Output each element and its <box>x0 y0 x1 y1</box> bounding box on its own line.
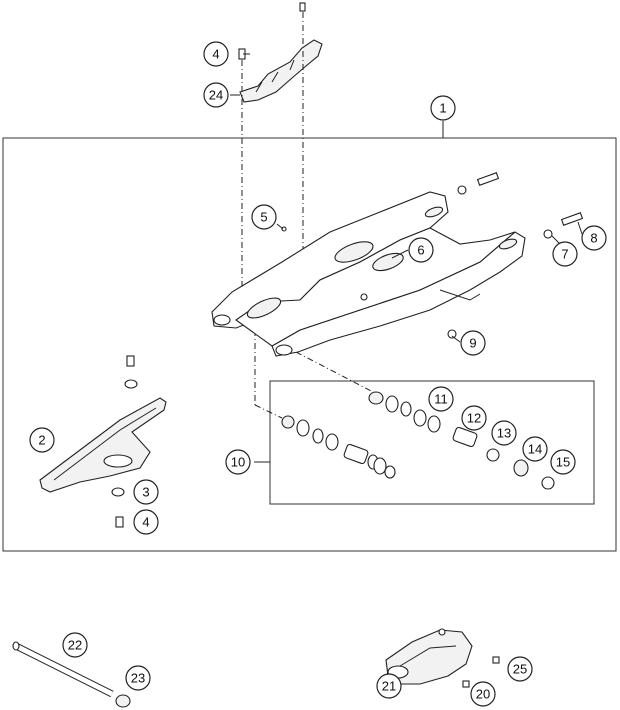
callout-number: 4 <box>142 515 149 530</box>
callout-number: 20 <box>476 687 490 702</box>
callout-c23: 23 <box>125 665 151 691</box>
callout-c4b: 4 <box>133 509 159 535</box>
callout-circle <box>460 330 486 356</box>
callout-number: 10 <box>231 455 245 470</box>
callout-c7: 7 <box>552 241 578 267</box>
swingarm <box>211 191 526 357</box>
callout-circle <box>251 204 277 230</box>
callout-number: 2 <box>38 433 45 448</box>
callout-c15: 15 <box>550 449 576 475</box>
callout-c13: 13 <box>491 420 517 446</box>
callout-circle <box>461 405 487 431</box>
callout-circle <box>491 420 517 446</box>
bolt-top <box>238 2 306 60</box>
callout-c8: 8 <box>581 225 607 251</box>
callout-number: 3 <box>142 485 149 500</box>
callout-number: 15 <box>556 455 570 470</box>
bearing-kit-box <box>269 380 595 505</box>
axis-line-d <box>254 404 283 419</box>
callout-c4a: 4 <box>203 41 229 67</box>
callout-number: 22 <box>68 638 82 653</box>
callout-circle <box>428 386 454 412</box>
callout-c25: 25 <box>507 656 533 682</box>
callout-c11: 11 <box>428 386 454 412</box>
callout-circle <box>581 225 607 251</box>
callout-number: 6 <box>417 243 424 258</box>
chain-slider-bottom <box>39 355 167 528</box>
callout-number: 7 <box>561 247 568 262</box>
callout-circle <box>203 41 229 67</box>
callout-circle <box>430 95 456 121</box>
callout-c1: 1 <box>430 95 456 121</box>
callout-number: 11 <box>434 392 448 407</box>
callout-circle <box>225 449 251 475</box>
callout-circle <box>125 665 151 691</box>
chain-slider-top <box>239 39 323 103</box>
callout-circle <box>550 449 576 475</box>
callout-number: 5 <box>260 210 267 225</box>
callout-c14: 14 <box>522 436 548 462</box>
callout-circle <box>29 427 55 453</box>
callout-c21: 21 <box>376 673 402 699</box>
assembly-frame <box>2 137 617 552</box>
callout-c10: 10 <box>225 449 251 475</box>
callout-circle <box>376 673 402 699</box>
callout-number: 24 <box>209 88 223 103</box>
callout-c5: 5 <box>251 204 277 230</box>
eccentric-pins <box>281 172 584 339</box>
callout-circle <box>408 237 434 263</box>
callout-circle <box>62 632 88 658</box>
callout-number: 13 <box>497 426 511 441</box>
callout-circle <box>522 436 548 462</box>
callout-circle <box>133 479 159 505</box>
axis-line-e <box>295 351 376 394</box>
callout-c20: 20 <box>470 681 496 707</box>
callout-number: 25 <box>513 662 527 677</box>
callout-circle <box>133 509 159 535</box>
callout-c3: 3 <box>133 479 159 505</box>
callout-circle <box>552 241 578 267</box>
callout-c22: 22 <box>62 632 88 658</box>
callout-number: 12 <box>467 411 481 426</box>
callout-number: 23 <box>131 671 145 686</box>
callout-circle <box>507 656 533 682</box>
callout-number: 9 <box>469 336 476 351</box>
callout-number: 1 <box>439 101 446 116</box>
chain-guide <box>385 628 500 688</box>
callout-c9: 9 <box>460 330 486 356</box>
callout-circle <box>470 681 496 707</box>
callout-number: 8 <box>590 231 597 246</box>
callout-number: 4 <box>212 47 219 62</box>
callout-c12: 12 <box>461 405 487 431</box>
callout-number: 14 <box>528 442 542 457</box>
swingarm-axle <box>12 641 131 708</box>
bearing-parts <box>281 391 555 490</box>
callout-c2: 2 <box>29 427 55 453</box>
callout-circle <box>203 82 229 108</box>
callout-c6: 6 <box>408 237 434 263</box>
callout-number: 21 <box>382 679 396 694</box>
callout-c24: 24 <box>203 82 229 108</box>
